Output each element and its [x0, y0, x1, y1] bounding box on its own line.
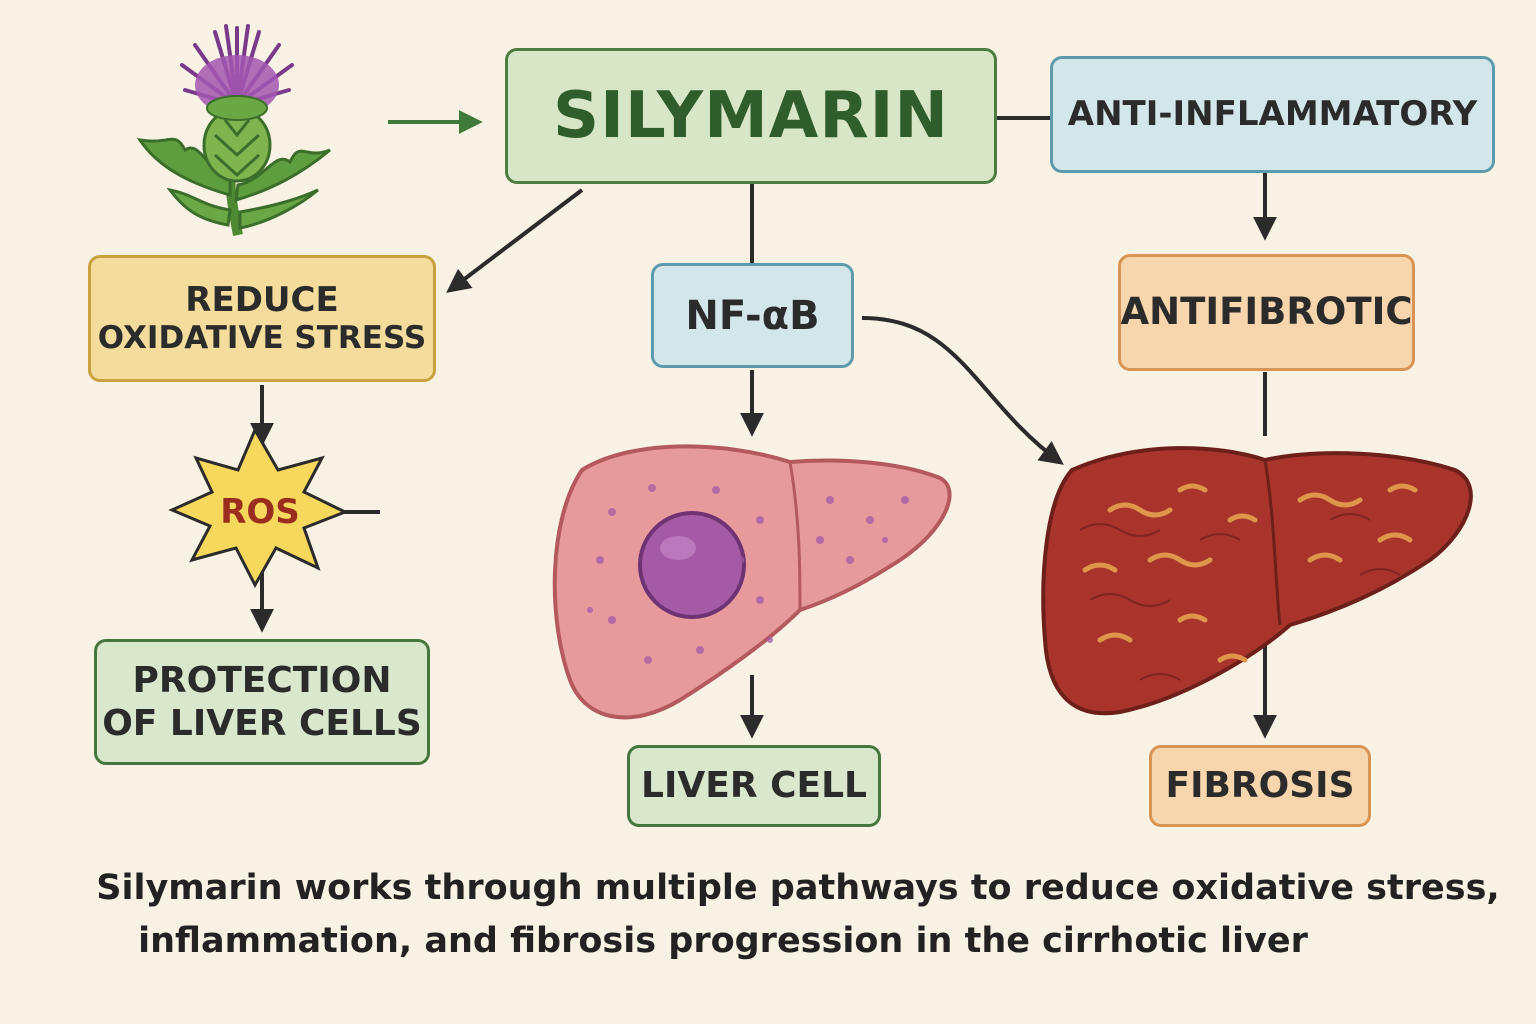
- reduce-oxidative-stress-node: REDUCE OXIDATIVE STRESS: [88, 255, 436, 382]
- protection-of-liver-cells-node: PROTECTION OF LIVER CELLS: [94, 639, 430, 765]
- antifibrotic-node: ANTIFIBROTIC: [1118, 254, 1415, 371]
- arrow-silymarin-to-reduce: [446, 188, 584, 293]
- ros-label: ROS: [220, 492, 300, 532]
- fibrosis-node: FIBROSIS: [1149, 745, 1371, 827]
- ros-burst-icon: [168, 426, 349, 589]
- protection-label-line2: OF LIVER CELLS: [102, 703, 422, 744]
- liver-cell-node: LIVER CELL: [627, 745, 881, 827]
- healthy-liver-icon: [552, 444, 952, 720]
- protection-label-line1: PROTECTION: [132, 659, 392, 701]
- reduce-label-line2: OXIDATIVE STRESS: [97, 320, 427, 357]
- reduce-label-line1: REDUCE: [185, 279, 339, 320]
- silymarin-label: SILYMARIN: [553, 78, 949, 153]
- silymarin-node: SILYMARIN: [505, 48, 997, 184]
- anti-inflammatory-label: ANTI-INFLAMMATORY: [1067, 94, 1478, 135]
- arrow-nfkb-to-cirrhotic-liver: [861, 316, 1064, 465]
- fibrosis-label: FIBROSIS: [1165, 765, 1355, 807]
- caption: Silymarin works through multiple pathway…: [0, 862, 1536, 967]
- liver-cell-label: LIVER CELL: [641, 765, 867, 807]
- anti-inflammatory-node: ANTI-INFLAMMATORY: [1050, 56, 1495, 173]
- caption-line2: inflammation, and fibrosis progression i…: [138, 920, 1308, 961]
- antifibrotic-label: ANTIFIBROTIC: [1120, 290, 1413, 334]
- nfkb-node: NF-αB: [651, 263, 854, 368]
- caption-line1: Silymarin works through multiple pathway…: [96, 868, 1500, 908]
- milk-thistle-icon: [136, 24, 331, 236]
- ros-node: ROS: [170, 476, 350, 548]
- cirrhotic-liver-icon: [1041, 446, 1473, 716]
- nfkb-label: NF-αB: [685, 292, 820, 339]
- connectors: [250, 110, 1277, 739]
